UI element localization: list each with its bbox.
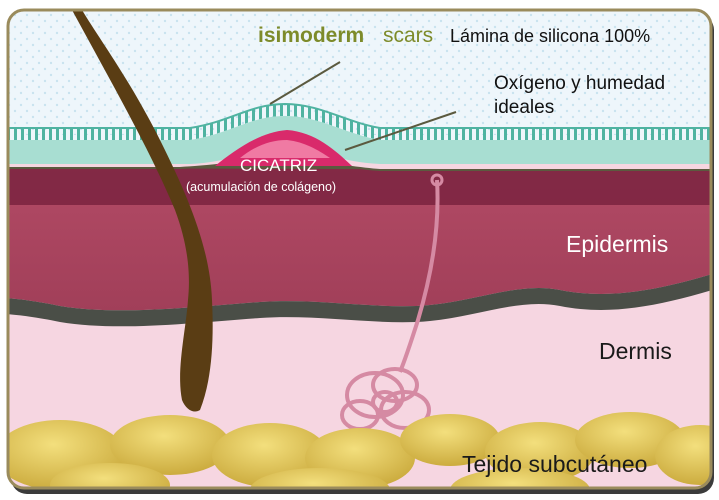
oxygen-label-line2: ideales	[494, 96, 665, 120]
subcutaneous-label: Tejido subcutáneo	[462, 451, 647, 478]
product-description: Lámina de silicona 100%	[450, 26, 650, 47]
epidermis-label: Epidermis	[566, 231, 668, 258]
oxygen-label-line1: Oxígeno y humedad	[494, 72, 665, 96]
scar-subtitle: (acumulación de colágeno)	[186, 180, 336, 194]
brand-subtitle: scars	[383, 24, 433, 48]
dermis-label: Dermis	[599, 338, 672, 365]
scar-title: CICATRIZ	[240, 156, 317, 176]
brand-name: isimoderm	[258, 24, 364, 48]
oxygen-label: Oxígeno y humedad ideales	[494, 72, 665, 120]
